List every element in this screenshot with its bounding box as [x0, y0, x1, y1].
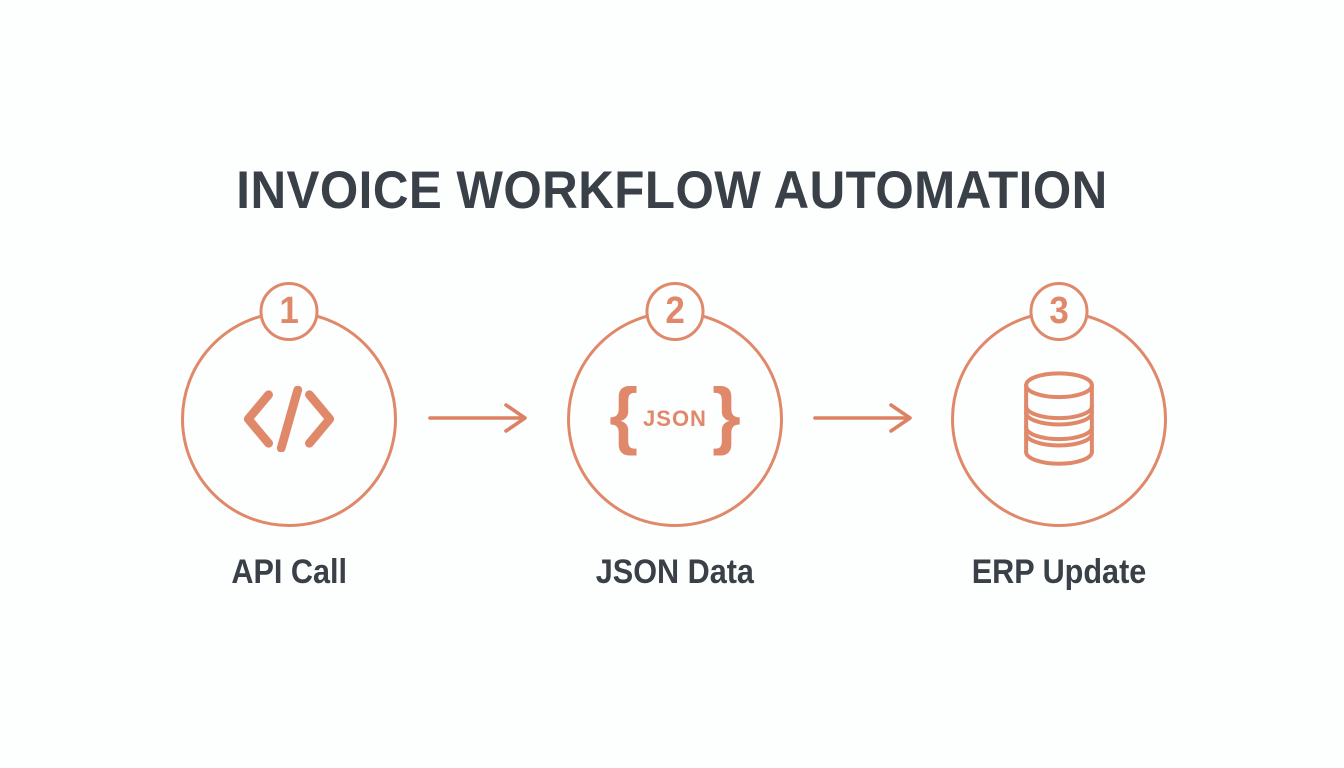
step-number: 3 [1049, 289, 1069, 332]
step-number-badge: 2 [645, 282, 705, 341]
close-brace: } [711, 373, 741, 456]
step-api-call: 1 API Call [159, 282, 419, 592]
step-circle: 3 [951, 282, 1167, 527]
step-label: ERP Update [971, 553, 1147, 591]
json-braces-icon: { JSON } [609, 378, 741, 460]
step-number-badge: 3 [1029, 282, 1089, 341]
step-json-data: 2 { JSON } JSON Data [545, 282, 805, 592]
page-title: INVOICE WORKFLOW AUTOMATION [236, 161, 1108, 220]
step-circle: 2 { JSON } [567, 282, 783, 527]
step-circle: 1 [181, 282, 397, 527]
step-erp-update: 3 ERP Update [929, 282, 1189, 592]
json-icon-text: JSON [643, 406, 707, 431]
open-brace: { [609, 373, 639, 456]
arrow-right-icon [428, 403, 527, 433]
database-icon [1024, 371, 1094, 466]
step-number: 2 [665, 289, 685, 332]
arrow-right-icon [813, 403, 912, 433]
step-label: JSON Data [595, 553, 755, 591]
step-number-badge: 1 [259, 282, 319, 341]
step-number: 1 [279, 289, 299, 332]
code-icon [243, 386, 335, 452]
step-label: API Call [231, 553, 347, 591]
